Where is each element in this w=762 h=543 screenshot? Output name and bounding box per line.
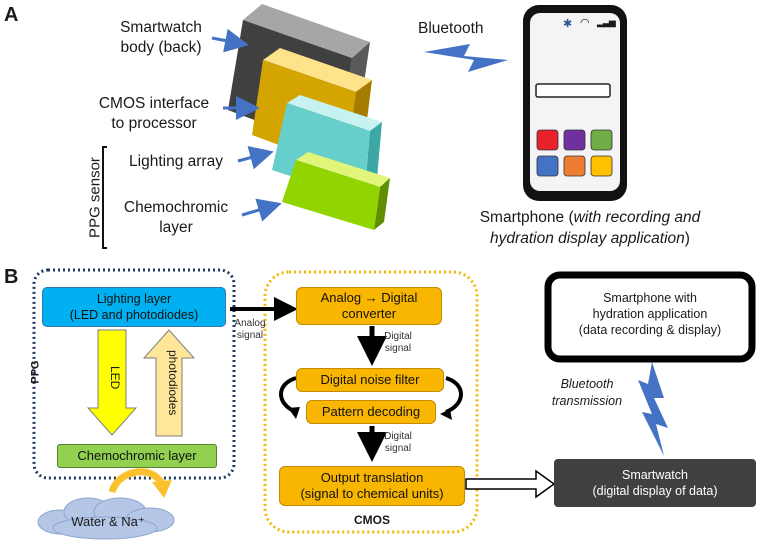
arrow-to-chemo	[241, 198, 282, 222]
app-tile	[590, 155, 613, 177]
app-tile	[563, 129, 586, 151]
led-label: LED	[108, 366, 122, 390]
water-curve-arrowhead	[152, 480, 172, 498]
lighting-array-label: Lighting array	[129, 153, 223, 170]
chemochromic-layer-box: Chemochromic layer	[57, 444, 217, 468]
bluetooth-bolt-a	[424, 44, 508, 72]
output-translation-box: Output translation(signal to chemical un…	[279, 466, 465, 506]
ppg-label: PPG	[29, 360, 42, 384]
lighting-layer-box: Lighting layer(LED and photodiodes)	[42, 287, 226, 327]
cmos-label: CMOS	[354, 513, 390, 527]
app-tile	[536, 129, 559, 151]
loop-arrowhead-left	[288, 407, 300, 419]
phone-caption: Smartphone (with recording and hydration…	[479, 209, 701, 247]
smartphone-a	[523, 5, 627, 201]
wifi-icon: ◠	[580, 17, 590, 29]
bluetooth-status-icon: ✱	[563, 18, 573, 30]
signal-icon: ▂▃▅	[597, 17, 616, 27]
ppg-sensor-label: PPG sensor	[86, 157, 104, 238]
loop-arrow-left	[279, 376, 297, 414]
water-label: Water & Na⁺	[71, 514, 145, 529]
chemochromic-layer-3d	[282, 152, 390, 230]
pattern-decoding-box: Pattern decoding	[306, 400, 436, 424]
loop-arrow-right	[445, 376, 463, 414]
bluetooth-label: Bluetooth	[418, 20, 484, 37]
arrow-to-body	[211, 28, 249, 53]
photodiodes-arrow	[142, 329, 196, 437]
water-curve-arrow	[108, 468, 166, 494]
ppg-dashed-box	[32, 268, 236, 480]
ppg-bracket	[102, 146, 107, 249]
noise-filter-box: Digital noise filter	[296, 368, 444, 392]
panel-b-label: B	[4, 266, 19, 288]
smartphone-b-frame	[544, 271, 756, 363]
app-tile	[590, 129, 613, 151]
water-cloud	[37, 497, 175, 540]
app-tile	[536, 155, 559, 177]
led-arrow	[86, 329, 138, 436]
smartwatch-box: Smartwatch(digital display of data)	[554, 459, 756, 507]
cmos-dashed-box	[263, 270, 479, 534]
bluetooth-bolt-b	[638, 362, 668, 456]
panel-a-label: A	[4, 4, 19, 26]
app-tile	[563, 155, 586, 177]
output-arrow	[465, 469, 556, 499]
arrow-to-lighting	[237, 146, 274, 170]
photodiodes-label: photodiodes	[166, 350, 180, 416]
loop-arrowhead-right	[440, 409, 452, 420]
